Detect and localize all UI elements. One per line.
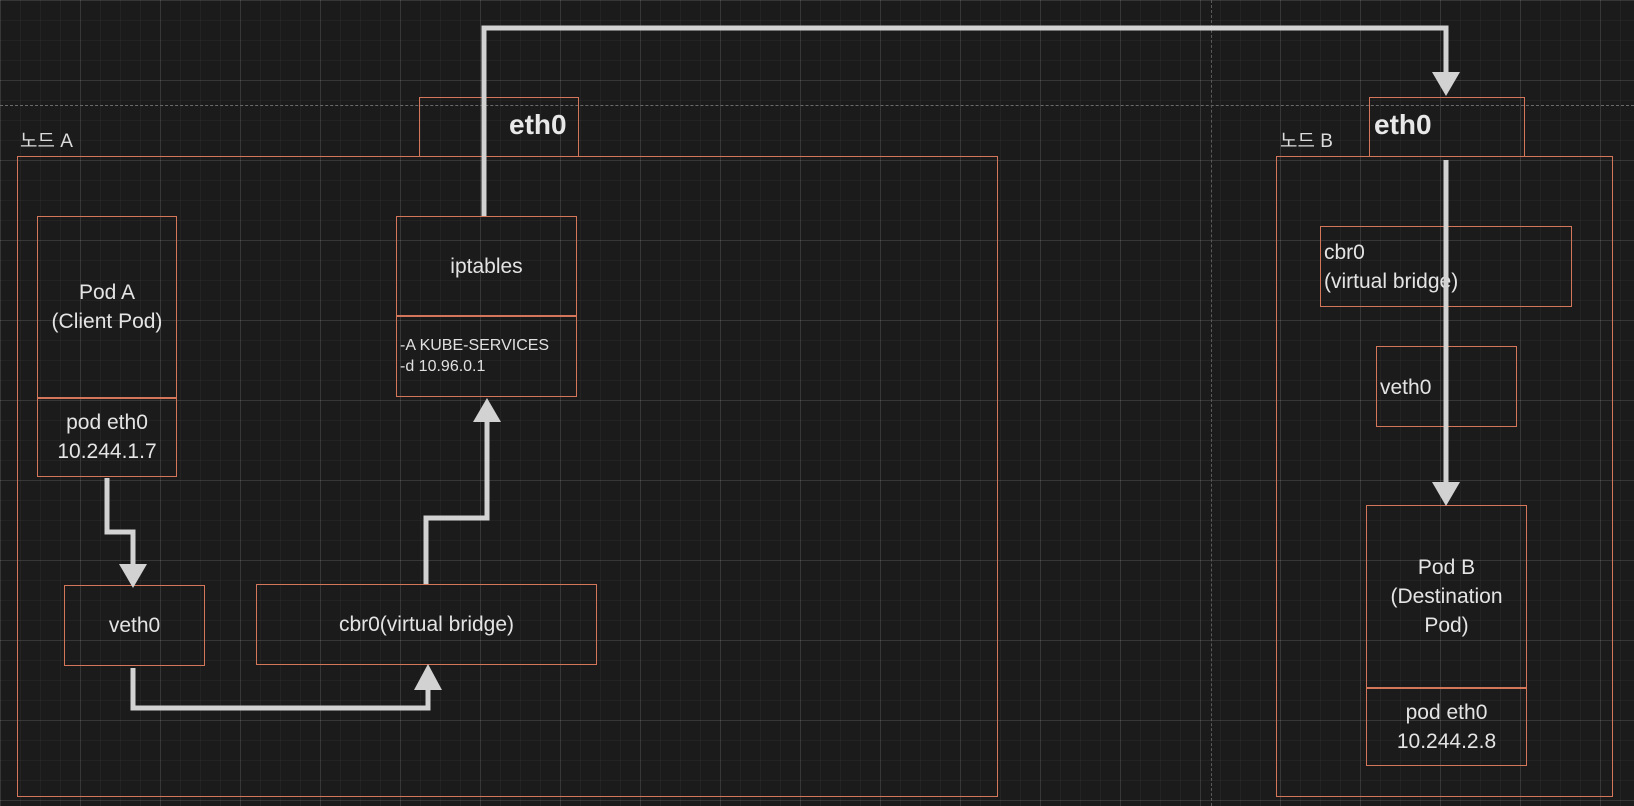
node-b-label: 노드 B: [1280, 131, 1333, 152]
arrow-veth0-to-bridge: [130, 668, 431, 711]
pod-b-subtitle-line1: (Destination: [1390, 585, 1503, 608]
iptables-box[interactable]: iptables -A KUBE-SERVICES -d 10.96.0.1: [396, 216, 577, 397]
node-a-bridge-box[interactable]: cbr0(virtual bridge): [256, 584, 597, 665]
iptables-rule-line2: -d 10.96.0.1: [400, 358, 486, 375]
pod-b-subtitle-line2: Pod): [1424, 614, 1469, 637]
node-a-veth0-label: veth0: [108, 614, 161, 637]
pod-b-name: Pod B: [1417, 556, 1476, 579]
iptables-rules: -A KUBE-SERVICES -d 10.96.0.1: [400, 335, 549, 377]
pod-b-divider: [1367, 687, 1526, 689]
iptables-title: iptables: [450, 254, 523, 278]
node-a-bridge-label: cbr0(virtual bridge): [338, 613, 515, 636]
node-b-bridge-line2: (virtual bridge): [1324, 270, 1459, 293]
vertical-divider: [1211, 0, 1213, 806]
arrow-bridge-to-iptables: [423, 418, 490, 584]
pod-a-iface-name: pod eth0: [66, 411, 148, 434]
node-a-eth0-label: eth0: [509, 109, 567, 140]
node-a-eth0-box[interactable]: [419, 97, 579, 157]
iptables-rule-line1: -A KUBE-SERVICES: [400, 337, 550, 354]
arrowhead-iptables: [473, 398, 501, 422]
node-a-label: 노드 A: [20, 131, 73, 152]
pod-b-iface: pod eth0 10.244.2.8: [1367, 688, 1526, 765]
pod-b-iface-name: pod eth0: [1405, 700, 1488, 724]
pod-b-header: Pod B (Destination Pod): [1367, 506, 1526, 687]
horizontal-divider: [0, 105, 1634, 107]
node-b-eth0-box[interactable]: [1369, 97, 1525, 157]
pod-a-name: Pod A: [78, 281, 136, 304]
pod-a-ip: 10.244.1.7: [57, 440, 157, 463]
pod-a-subtitle: (Client Pod): [51, 310, 163, 333]
pod-a-box[interactable]: Pod A (Client Pod) pod eth0 10.244.1.7: [37, 216, 177, 477]
iptables-divider: [397, 315, 576, 317]
arrow-pod-a-to-veth0: [104, 478, 136, 566]
arrow-iptables-to-node-b-eth0: [481, 25, 1449, 216]
node-b-veth0-label: veth0: [1380, 376, 1432, 399]
pod-a-divider: [38, 397, 176, 399]
node-b-bridge-line1: cbr0: [1324, 241, 1365, 264]
node-b-eth0-label: eth0: [1374, 109, 1432, 140]
pod-b-box[interactable]: Pod B (Destination Pod) pod eth0 10.244.…: [1366, 505, 1527, 766]
arrowhead-node-b-eth0: [1432, 72, 1460, 96]
node-a-veth0-box[interactable]: veth0: [64, 585, 205, 666]
pod-a-iface: pod eth0 10.244.1.7: [38, 398, 176, 476]
node-b-bridge-text: cbr0 (virtual bridge): [1324, 238, 1458, 296]
arrowhead-bridge: [414, 664, 442, 690]
pod-b-ip: 10.244.2.8: [1396, 729, 1497, 753]
iptables-header: iptables: [397, 217, 576, 315]
pod-a-header: Pod A (Client Pod): [38, 217, 176, 397]
arrowhead-pod-b: [1432, 482, 1460, 506]
arrowhead-veth0: [119, 564, 147, 588]
